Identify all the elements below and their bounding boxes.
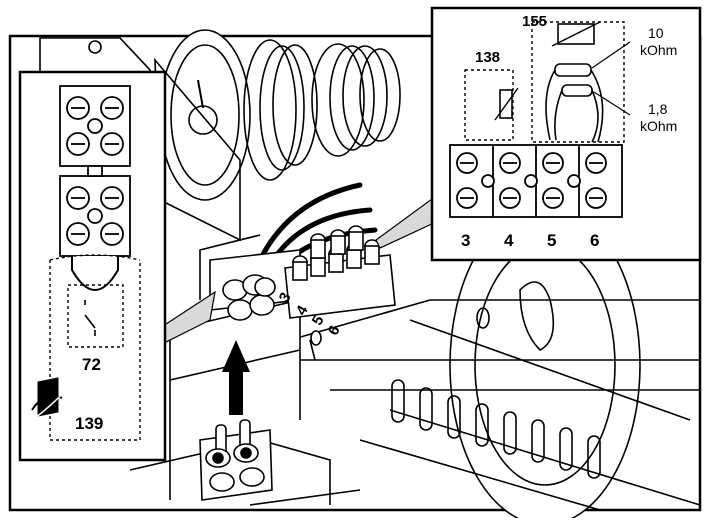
connector-plug [199, 419, 273, 501]
resistor-b-value: 1,8 [648, 101, 668, 117]
sensor-label: 139 [75, 414, 104, 433]
thermistor-label: 138 [475, 49, 501, 66]
switch-label: 72 [82, 355, 101, 374]
resistor-b-unit: kOhm [640, 118, 678, 134]
resistor-a-value: 10 [648, 25, 664, 41]
main-terminal-block [209, 225, 396, 361]
inset-terminal-5: 5 [547, 231, 557, 250]
left-inset [18, 70, 167, 462]
right-inset [430, 6, 702, 262]
insert-arrow [222, 340, 250, 415]
resistor-a-unit: kOhm [640, 42, 678, 58]
inset-terminal-3: 3 [461, 231, 471, 250]
appliance-background [39, 29, 701, 523]
inset-terminal-6: 6 [590, 231, 600, 250]
inset-terminal-4: 4 [504, 231, 514, 250]
resistor-group-label: 155 [522, 13, 548, 30]
